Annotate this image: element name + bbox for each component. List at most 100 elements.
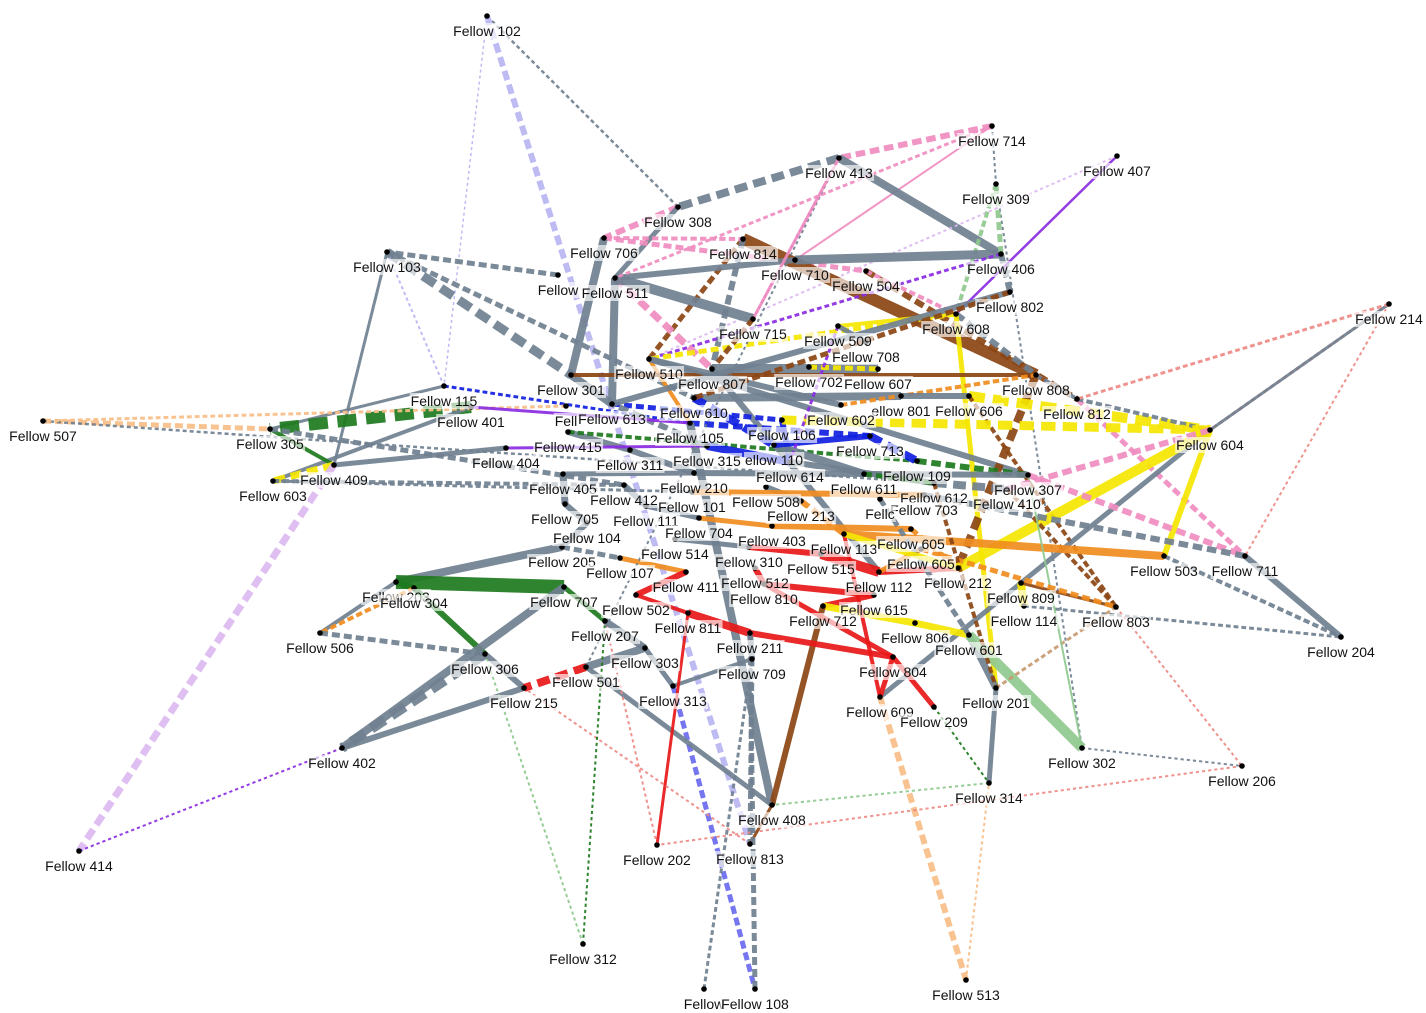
node-311[interactable]	[627, 447, 633, 453]
node-811[interactable]	[685, 610, 691, 616]
node-814[interactable]	[740, 236, 746, 242]
node-504[interactable]	[863, 268, 869, 274]
node-715[interactable]	[750, 316, 756, 322]
node-711[interactable]	[1242, 553, 1248, 559]
node-803[interactable]	[1113, 604, 1119, 610]
node-201[interactable]	[993, 685, 999, 691]
node-603[interactable]	[270, 478, 276, 484]
node-613b[interactable]	[563, 403, 569, 409]
node-601[interactable]	[966, 632, 972, 638]
node-513[interactable]	[963, 977, 969, 983]
node-406[interactable]	[998, 251, 1004, 257]
node-305[interactable]	[267, 426, 273, 432]
node-301[interactable]	[568, 372, 574, 378]
node-308[interactable]	[675, 204, 681, 210]
node-206[interactable]	[1239, 763, 1245, 769]
node-207[interactable]	[602, 618, 608, 624]
node-801[interactable]	[898, 393, 904, 399]
node-408[interactable]	[769, 802, 775, 808]
node-611[interactable]	[861, 471, 867, 477]
node-214[interactable]	[1386, 301, 1392, 307]
node-605[interactable]	[908, 526, 914, 532]
node-509[interactable]	[835, 323, 841, 329]
node-209[interactable]	[931, 704, 937, 710]
node-802[interactable]	[1007, 289, 1013, 295]
node-804[interactable]	[890, 654, 896, 660]
node-307[interactable]	[1025, 472, 1031, 478]
node-511b[interactable]	[555, 272, 561, 278]
node-109[interactable]	[914, 458, 920, 464]
node-607[interactable]	[875, 366, 881, 372]
node-403[interactable]	[769, 523, 775, 529]
node-807[interactable]	[709, 366, 715, 372]
node-202[interactable]	[654, 842, 660, 848]
node-506[interactable]	[317, 630, 323, 636]
node-813[interactable]	[747, 841, 753, 847]
node-303[interactable]	[642, 645, 648, 651]
node-302[interactable]	[1079, 745, 1085, 751]
node-106[interactable]	[779, 417, 785, 423]
node-404[interactable]	[503, 445, 509, 451]
node-707[interactable]	[561, 584, 567, 590]
node-608[interactable]	[953, 311, 959, 317]
node-110[interactable]	[771, 442, 777, 448]
node-501[interactable]	[583, 664, 589, 670]
node-215[interactable]	[521, 685, 527, 691]
node-103[interactable]	[384, 249, 390, 255]
node-705[interactable]	[562, 501, 568, 507]
node-113[interactable]	[841, 531, 847, 537]
node-108[interactable]	[752, 986, 758, 992]
node-306[interactable]	[482, 651, 488, 657]
node-712[interactable]	[820, 603, 826, 609]
node-402[interactable]	[339, 745, 345, 751]
node-806[interactable]	[912, 620, 918, 626]
node-709[interactable]	[749, 656, 755, 662]
node-713[interactable]	[867, 433, 873, 439]
node-507[interactable]	[40, 418, 46, 424]
node-415[interactable]	[565, 429, 571, 435]
node-212[interactable]	[955, 565, 961, 571]
node-411[interactable]	[683, 569, 689, 575]
node-604[interactable]	[1207, 427, 1213, 433]
node-108b[interactable]	[701, 986, 707, 992]
node-405[interactable]	[560, 471, 566, 477]
node-702[interactable]	[806, 364, 812, 370]
node-704[interactable]	[696, 515, 702, 521]
node-211[interactable]	[747, 630, 753, 636]
node-808[interactable]	[1033, 372, 1039, 378]
node-412[interactable]	[621, 482, 627, 488]
node-502[interactable]	[633, 592, 639, 598]
node-112[interactable]	[876, 569, 882, 575]
node-105[interactable]	[687, 420, 693, 426]
node-409[interactable]	[331, 462, 337, 468]
node-703b[interactable]	[877, 496, 883, 502]
node-602[interactable]	[838, 402, 844, 408]
node-610[interactable]	[691, 395, 697, 401]
node-714[interactable]	[989, 123, 995, 129]
node-309[interactable]	[993, 181, 999, 187]
node-511[interactable]	[612, 275, 618, 281]
node-710[interactable]	[792, 257, 798, 263]
node-508[interactable]	[763, 484, 769, 490]
node-606[interactable]	[966, 393, 972, 399]
node-313[interactable]	[670, 683, 676, 689]
node-312[interactable]	[580, 941, 586, 947]
node-203[interactable]	[393, 579, 399, 585]
node-812[interactable]	[1074, 396, 1080, 402]
node-314[interactable]	[986, 780, 992, 786]
node-413[interactable]	[836, 155, 842, 161]
node-503[interactable]	[1161, 553, 1167, 559]
node-label-group: Fellow 209	[899, 714, 970, 730]
node-115[interactable]	[441, 383, 447, 389]
node-407[interactable]	[1114, 153, 1120, 159]
node-609[interactable]	[877, 694, 883, 700]
node-706[interactable]	[601, 235, 607, 241]
node-204[interactable]	[1338, 634, 1344, 640]
node-809[interactable]	[1018, 580, 1024, 586]
node-107[interactable]	[617, 555, 623, 561]
node-510[interactable]	[646, 356, 652, 362]
node-613[interactable]	[609, 401, 615, 407]
node-414[interactable]	[76, 848, 82, 854]
node-102[interactable]	[484, 13, 490, 19]
node-210[interactable]	[691, 470, 697, 476]
